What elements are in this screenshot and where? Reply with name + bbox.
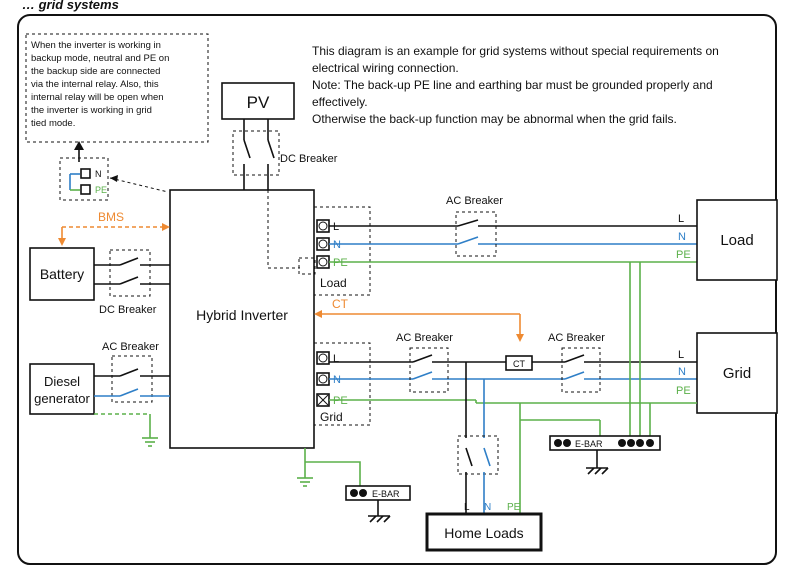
relay-note-arrowhead <box>74 141 84 150</box>
relay-note-box <box>25 33 209 143</box>
home-n: N <box>484 502 491 513</box>
diesel-ac-breaker-box <box>111 355 153 403</box>
diagram-frame <box>17 14 777 565</box>
relay-note-line-6: the inverter is working in grid <box>31 105 152 116</box>
diesel-label-2: generator <box>34 391 90 406</box>
pv-label: PV <box>247 93 270 112</box>
grid-box <box>696 332 778 414</box>
load-in-n: N <box>678 231 686 243</box>
relay-dashed-box <box>59 157 109 201</box>
load-in-l: L <box>678 213 684 225</box>
grid-in-pe: PE <box>676 385 691 397</box>
relay-note-line-1: When the inverter is working in <box>31 40 161 51</box>
home-loads-breaker-box <box>457 435 499 475</box>
load-ac-breaker-label: AC Breaker <box>446 195 503 207</box>
ct-box-label: CT <box>513 359 525 369</box>
home-loads-box <box>425 512 543 552</box>
relay-note-line-4: via the internal relay. Also, this <box>31 79 159 90</box>
load-port-pe: PE <box>333 257 348 269</box>
bms-label: BMS <box>98 210 124 224</box>
e-bar-bottom-ground-icon <box>368 515 391 523</box>
wiring-note: This diagram is an example for grid syst… <box>312 44 719 126</box>
diesel-ac-breaker-label: AC Breaker <box>102 341 159 353</box>
diesel-ground-icon <box>142 437 158 447</box>
internal-relay: N PE <box>59 157 109 201</box>
battery-dc-breaker-box <box>109 249 151 297</box>
relay-terminal-n <box>80 168 91 179</box>
hybrid-inverter <box>169 189 315 449</box>
grid-port-n: N <box>333 374 341 386</box>
relay-pe-label: PE <box>95 185 107 195</box>
relay-note-line-3: the backup side are connected <box>31 66 160 77</box>
pv-dc-breaker-label: DC Breaker <box>280 153 338 165</box>
load-port-l: L <box>333 221 339 233</box>
diesel-label-1: Diesel <box>44 374 80 389</box>
e-bar-right-ground-icon <box>586 467 609 475</box>
load-port-group-label: Load <box>320 276 347 290</box>
relay-terminal-pe <box>80 184 91 195</box>
note-line-5: Otherwise the back-up function may be ab… <box>312 112 677 126</box>
load-box <box>696 199 778 281</box>
load-port-n: N <box>333 239 341 251</box>
note-line-4: effectively. <box>312 95 368 109</box>
grid-port-group-label: Grid <box>320 410 343 424</box>
grid-ac-breaker-label: AC Breaker <box>548 332 605 344</box>
load-label: Load <box>720 232 753 249</box>
grid-label: Grid <box>723 365 751 382</box>
diagram-title: … grid systems <box>22 0 119 12</box>
grid-ac-breaker-box <box>561 347 601 393</box>
load-ac-breaker-box <box>455 211 497 257</box>
relay-note-line-5: internal relay will be open when <box>31 92 164 103</box>
load-in-pe: PE <box>676 249 691 261</box>
grid-port-l: L <box>333 353 339 365</box>
relay-n-label: N <box>95 169 102 179</box>
ct-arrow-label: CT <box>332 297 349 311</box>
inverter-ground-icon <box>297 477 313 487</box>
home-loads-label: Home Loads <box>444 525 523 541</box>
ct-box <box>505 355 533 371</box>
note-line-3: Note: The back-up PE line and earthing b… <box>312 78 713 92</box>
note-line-1: This diagram is an example for grid syst… <box>312 44 719 58</box>
e-bar-bottom-label: E-BAR <box>372 489 400 499</box>
home-l: L <box>464 502 470 513</box>
diesel-generator-box <box>29 363 95 415</box>
battery-label: Battery <box>40 266 84 282</box>
inverter-grid-ac-breaker-box <box>409 347 449 393</box>
grid-in-l: L <box>678 349 684 361</box>
note-line-2: electrical wiring connection. <box>312 61 459 75</box>
home-pe: PE <box>507 502 521 513</box>
grid-port-pe: PE <box>333 395 348 407</box>
pv-box <box>221 82 295 120</box>
e-bar-right-label: E-BAR <box>575 439 603 449</box>
relay-to-inverter-pointer <box>109 177 169 193</box>
inverter-grid-ac-breaker-label: AC Breaker <box>396 332 453 344</box>
grid-port-group <box>313 342 371 426</box>
battery-dc-breaker-label: DC Breaker <box>99 304 157 316</box>
relay-note-line-7: tied mode. <box>31 118 75 129</box>
battery-box <box>29 247 95 301</box>
grid-in-n: N <box>678 366 686 378</box>
hybrid-inverter-label: Hybrid Inverter <box>196 307 288 323</box>
grid-port-terminals <box>316 351 330 407</box>
relay-note: When the inverter is working in backup m… <box>31 40 169 129</box>
load-port-terminals <box>316 219 330 269</box>
relay-pe-link <box>267 190 300 269</box>
pv-dc-breaker-box <box>232 130 280 176</box>
relay-note-line-2: backup mode, neutral and PE on <box>31 53 169 64</box>
